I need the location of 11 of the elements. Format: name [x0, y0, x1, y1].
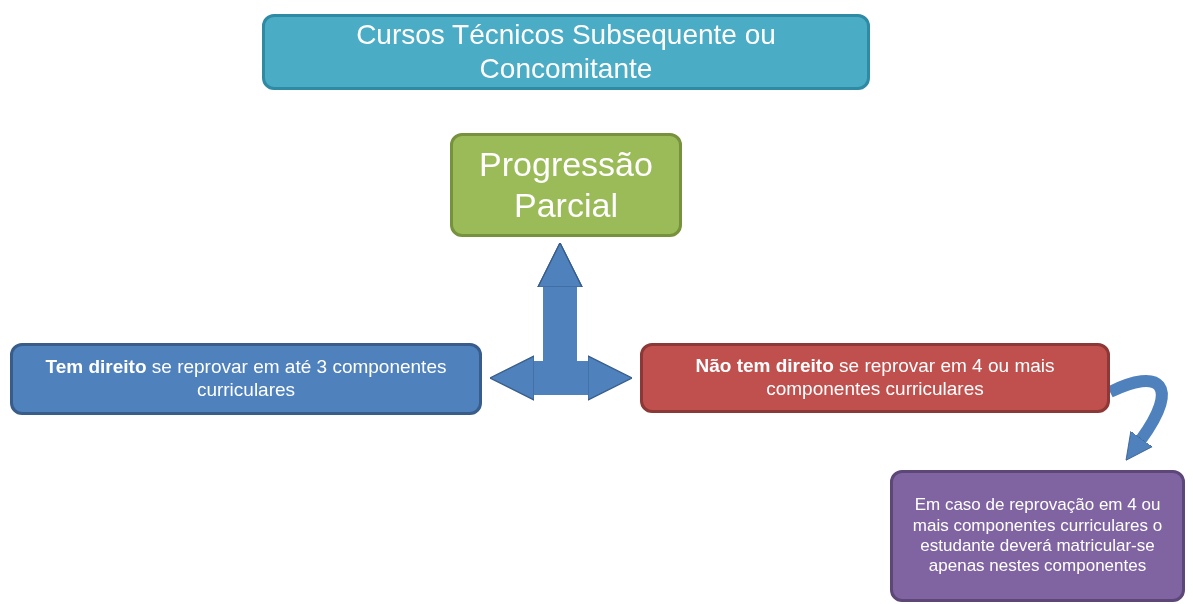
heading-box [262, 14, 870, 90]
box-text: Em caso de reprovação em 4 ou mais componentes curriculares o estudante deverá matricular-se apenas nestes componentes [911, 495, 1164, 577]
box-text: Cursos Técnicos Subsequente ou Concomitante [355, 18, 777, 86]
box-text: Tem direito se reprovar em até 3 componentes curriculares [44, 356, 448, 402]
note-box [890, 470, 1185, 602]
box-text: Não tem direito se reprovar em 4 ou mais componentes curriculares [694, 355, 1056, 401]
process-box [10, 343, 482, 415]
block-arrow [537, 242, 633, 401]
process-box [450, 133, 682, 237]
box-text: Progressão Parcial [478, 144, 654, 226]
process-box [640, 343, 1110, 413]
